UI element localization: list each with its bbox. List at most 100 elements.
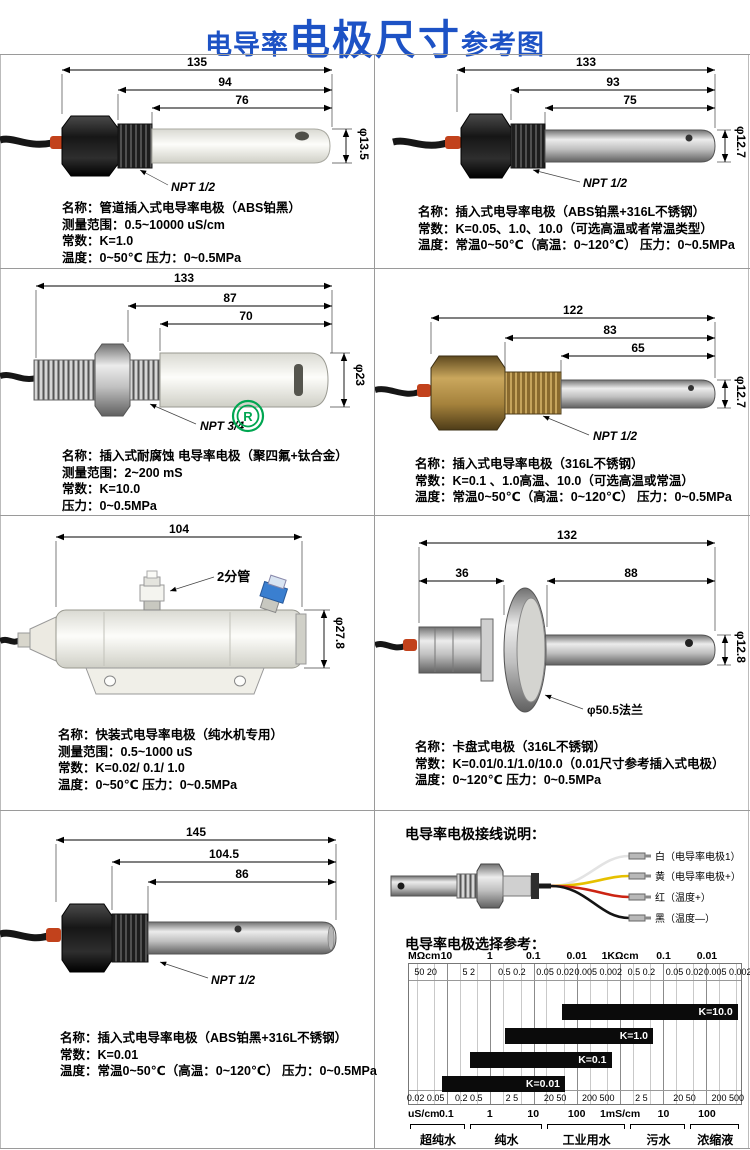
electrode-body: [375, 355, 716, 431]
chart-bottom-minor-tick: 20 50: [673, 1093, 696, 1103]
electrode-body: [0, 115, 331, 177]
dim-total: 135: [187, 55, 207, 69]
chart-bottom-major-tick: 0.1: [439, 1108, 454, 1120]
cable: [375, 641, 407, 651]
chart-bottom-major-tick: 1: [486, 1108, 493, 1120]
chart-top-minor-tick: 50 20: [414, 967, 437, 977]
dimension-lines: 135 94 76: [61, 55, 333, 127]
spec-line: 名称：插入式电导率电极（ABS铂黑+316L不锈钢）: [60, 1031, 348, 1045]
flange-callout: φ50.5法兰: [544, 694, 643, 717]
spec-block: 名称：插入式电导率电极（ABS铂黑+316L不锈钢） 常数：K=0.01 温度：…: [60, 1030, 377, 1080]
chart-top-major-tick: 0.01: [696, 950, 718, 962]
dim-total: 122: [563, 303, 583, 317]
water-type-label: 浓缩液: [697, 1133, 734, 1147]
cable: [0, 929, 50, 942]
chart-top-minor-tick: 0.05 0.02: [665, 967, 704, 977]
diameter-label: φ12.8: [734, 631, 748, 663]
electrode-body: [375, 587, 716, 713]
chart-top-minor-tick: 0.5 0.2: [498, 967, 526, 977]
chart-bottom-minor-tick: 2 5: [505, 1093, 519, 1103]
probe: [151, 128, 331, 164]
diameter-dimension: φ23: [330, 352, 367, 408]
dimension-lines: 122 83 65: [430, 303, 716, 378]
water-type-label: 污水: [646, 1133, 671, 1147]
dim-inner: 76: [235, 93, 249, 107]
electrode-body: [0, 343, 329, 417]
chart-horizontal-line: [409, 1090, 741, 1091]
chart-bottom-major-tick: 100: [698, 1108, 716, 1120]
cable: [375, 386, 421, 397]
dimension-lines: 133 87 70: [35, 271, 333, 358]
thread-callout: NPT 1/2: [542, 415, 637, 443]
thread-label: NPT 1/2: [211, 973, 255, 987]
chart-bottom-major-tick: 10: [527, 1108, 540, 1120]
spec-line: 温度：常温0~50℃（高温：0~120℃） 压力：0~0.5MPa: [60, 1064, 377, 1078]
diameter-dimension: φ12.8: [717, 631, 748, 666]
diameter-dimension: φ27.8: [304, 609, 347, 669]
chart-bottom-minor-tick: 0.2 0.5: [454, 1093, 483, 1103]
hex-nut: [61, 115, 119, 177]
spec-line: 名称：插入式耐腐蚀 电导率电极（聚四氟+钛合金）: [62, 449, 348, 463]
rod-hole: [685, 639, 693, 647]
main-body: [55, 609, 303, 669]
spec-block: 名称：快装式电导率电极（纯水机专用） 测量范围：0.5~1000 uS 常数：K…: [58, 727, 283, 793]
cable-band: [531, 873, 539, 899]
panel-quick-fit-electrode: 104 2分管: [0, 515, 374, 810]
chart-gridline: [719, 964, 721, 1104]
panel-clamp-electrode: 132 36 88 φ12: [375, 515, 750, 810]
chart-top-major-tick: 0.1: [525, 950, 541, 962]
chart-bottom-unit: uS/cm: [408, 1108, 440, 1120]
electrode-drawing: 133 93 75 φ12.7 NP: [392, 55, 748, 190]
hex-nut: [94, 343, 131, 417]
chart-bottom-minor-tick: 200 500: [581, 1093, 615, 1103]
dim-left: 36: [455, 566, 469, 580]
spec-line: 温度：0~50℃ 压力：0~0.5MPa: [58, 777, 238, 792]
cable-boot: [46, 928, 61, 942]
electrode-drawing: 132 36 88 φ12: [375, 528, 748, 717]
water-type-bracket: [690, 1124, 739, 1129]
dim-total: 133: [576, 55, 596, 69]
fitting-callout: 2分管: [169, 569, 250, 592]
chart-top-minor-tick: 0.5 0.2: [627, 967, 656, 977]
chart-top-major-tick: 1: [486, 950, 493, 962]
chart-bottom-major-tick: 100: [567, 1108, 586, 1120]
thread-label: NPT 1/2: [593, 429, 637, 443]
spec-line: 常数：K=0.1 、1.0高温、10.0（可选高温或常温）: [415, 473, 694, 488]
probe-hole: [688, 385, 694, 391]
wire-fan: 白（电导率电极1） 黄（电导率电极+） 红（温度+） 黑（温度—）: [550, 850, 741, 925]
chart-gridline: [736, 964, 738, 1104]
chart-bottom-minor-tick: 0.02 0.05: [406, 1093, 445, 1103]
wiring-diagram: 白（电导率电极1） 黄（电导率电极+） 红（温度+） 黑（温度—）: [390, 850, 741, 925]
electrode-drawing: 104 2分管: [0, 522, 347, 695]
body-cone: [29, 616, 57, 662]
spec-line: 名称：卡盘式电极（316L不锈钢）: [415, 740, 606, 754]
thread-section: [111, 913, 149, 963]
diameter-dimension: φ13.5: [332, 128, 371, 164]
chart-gridline-major: [706, 964, 708, 1104]
chart-gridline: [477, 964, 479, 1104]
chart-top-minor-tick: 5 2: [462, 967, 476, 977]
spec-line: 温度：常温0~50℃（高温：0~120℃） 压力：0~0.5MPa: [415, 490, 732, 504]
grid-line: [0, 54, 750, 55]
electrode-drawing: 145 104.5 86 NPT 1/2: [0, 825, 337, 987]
panel-wiring-and-selection: 电导率电极接线说明：: [375, 810, 750, 1148]
spec-line: 测量范围：0.5~10000 uS/cm: [62, 217, 225, 232]
wire-label-red: 红（温度+）: [655, 891, 711, 904]
probe-slot: [294, 364, 303, 396]
electrode-drawing: 135 94 76 φ13.5 NP: [0, 55, 371, 194]
trademark-letter: R: [243, 409, 253, 424]
spec-line: 测量范围：2~200 mS: [62, 465, 183, 480]
probe: [560, 379, 716, 409]
chart-bottom-minor-tick: 20 50: [543, 1093, 567, 1103]
chart-gridline: [460, 964, 462, 1104]
spec-line: 常数：K=10.0: [62, 482, 141, 496]
grid-line: [0, 810, 750, 811]
dim-inner: 86: [235, 867, 249, 881]
chart-top-unit: MΩcm: [408, 950, 441, 962]
chart-gridline-major: [447, 964, 449, 1104]
dimension-lines: 133 93 75: [456, 55, 716, 128]
diameter-label: φ27.8: [333, 617, 347, 649]
electrode-drawing: 133 87 70 φ23 NPT: [0, 271, 367, 433]
thread-callout: NPT 1/2: [159, 961, 255, 987]
dim-inner: 70: [239, 309, 253, 323]
